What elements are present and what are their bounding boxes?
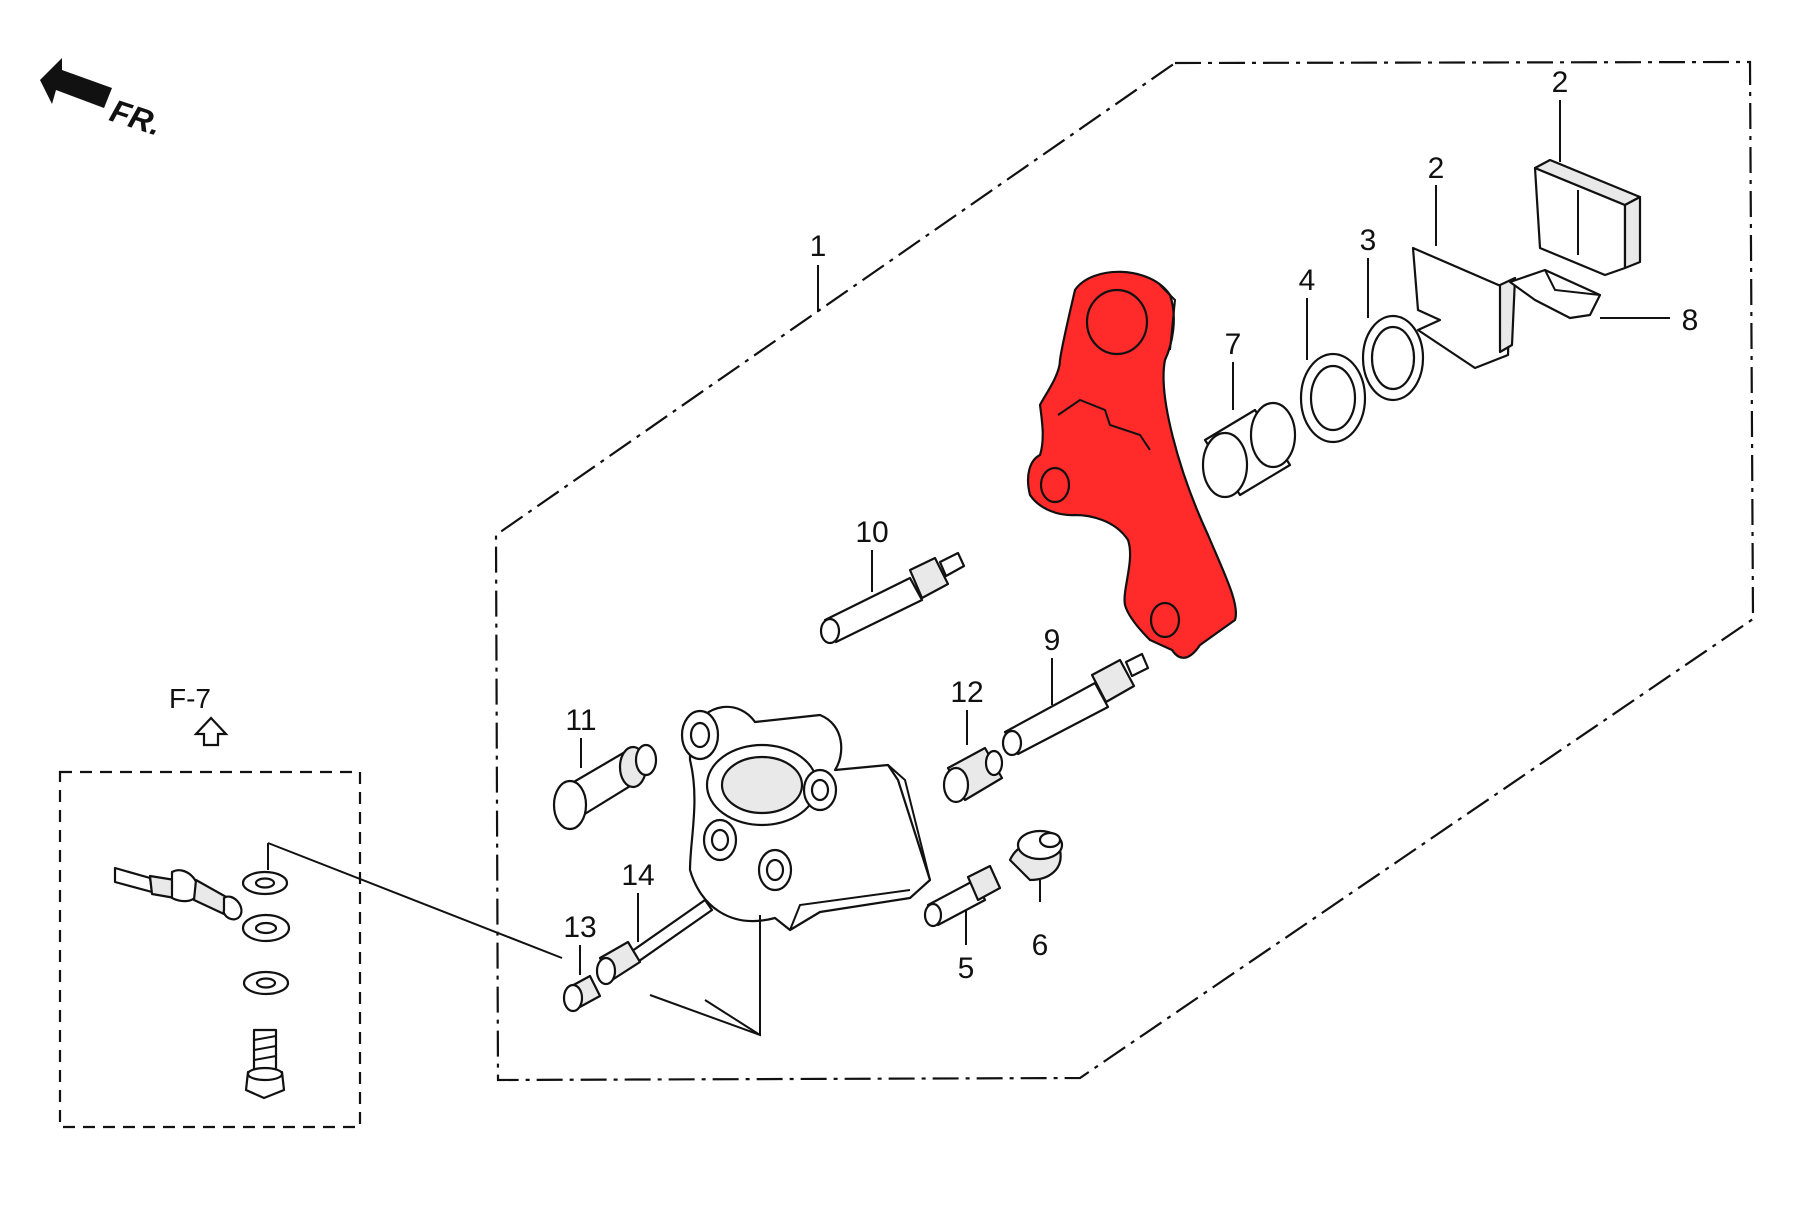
front-direction-arrow-icon bbox=[40, 58, 112, 108]
callout-10: 10 bbox=[855, 516, 888, 549]
bracket-shape bbox=[1026, 270, 1238, 659]
part-8-pad-spring bbox=[1508, 268, 1602, 320]
reference-box bbox=[58, 770, 362, 1129]
part-11-bleed-cap bbox=[552, 743, 658, 831]
banjo-fitting bbox=[241, 913, 291, 943]
callout-2a: 2 bbox=[1552, 66, 1569, 99]
assembly-outline bbox=[494, 60, 1755, 1082]
part-13-pin-plug bbox=[562, 974, 602, 1013]
reference-label: F-7 bbox=[169, 683, 211, 714]
callout-14: 14 bbox=[621, 859, 654, 892]
part-2-brake-pad-inner bbox=[1411, 246, 1517, 370]
part-2-brake-pad-outer bbox=[1533, 158, 1642, 277]
callout-5: 5 bbox=[958, 952, 975, 985]
part-4-piston-seal bbox=[1299, 352, 1367, 444]
callout-9: 9 bbox=[1044, 624, 1061, 657]
caliper-bracket-highlighted bbox=[1026, 270, 1238, 659]
callout-11: 11 bbox=[565, 704, 596, 737]
part-7-piston bbox=[1201, 401, 1297, 499]
part-10-slide-pin bbox=[819, 551, 966, 645]
caliper-body bbox=[680, 705, 932, 932]
part-3-dust-seal bbox=[1361, 314, 1425, 402]
part-9-slide-pin bbox=[1001, 652, 1150, 757]
part-6-valve-cap bbox=[1008, 829, 1064, 882]
up-arrow-outline-icon bbox=[193, 716, 229, 747]
banjo-bolt bbox=[244, 1028, 286, 1100]
brake-hose-end bbox=[113, 866, 243, 921]
front-direction-label: FR. bbox=[106, 92, 166, 142]
sealing-washer-upper bbox=[241, 870, 289, 896]
part-14-pad-pin bbox=[595, 898, 714, 986]
callout-3: 3 bbox=[1360, 224, 1377, 257]
sealing-washer-lower bbox=[242, 970, 290, 996]
part-5-bleed-valve bbox=[923, 864, 1002, 928]
callout-6: 6 bbox=[1032, 929, 1049, 962]
callout-8: 8 bbox=[1682, 304, 1699, 337]
part-12-pin-boot bbox=[942, 746, 1004, 804]
callout-1: 1 bbox=[810, 230, 827, 263]
leader-reference bbox=[267, 842, 563, 959]
callout-12: 12 bbox=[950, 676, 983, 709]
callout-4: 4 bbox=[1299, 264, 1316, 297]
callout-2b: 2 bbox=[1428, 152, 1445, 185]
callout-7: 7 bbox=[1225, 328, 1242, 361]
callout-13: 13 bbox=[563, 911, 596, 944]
